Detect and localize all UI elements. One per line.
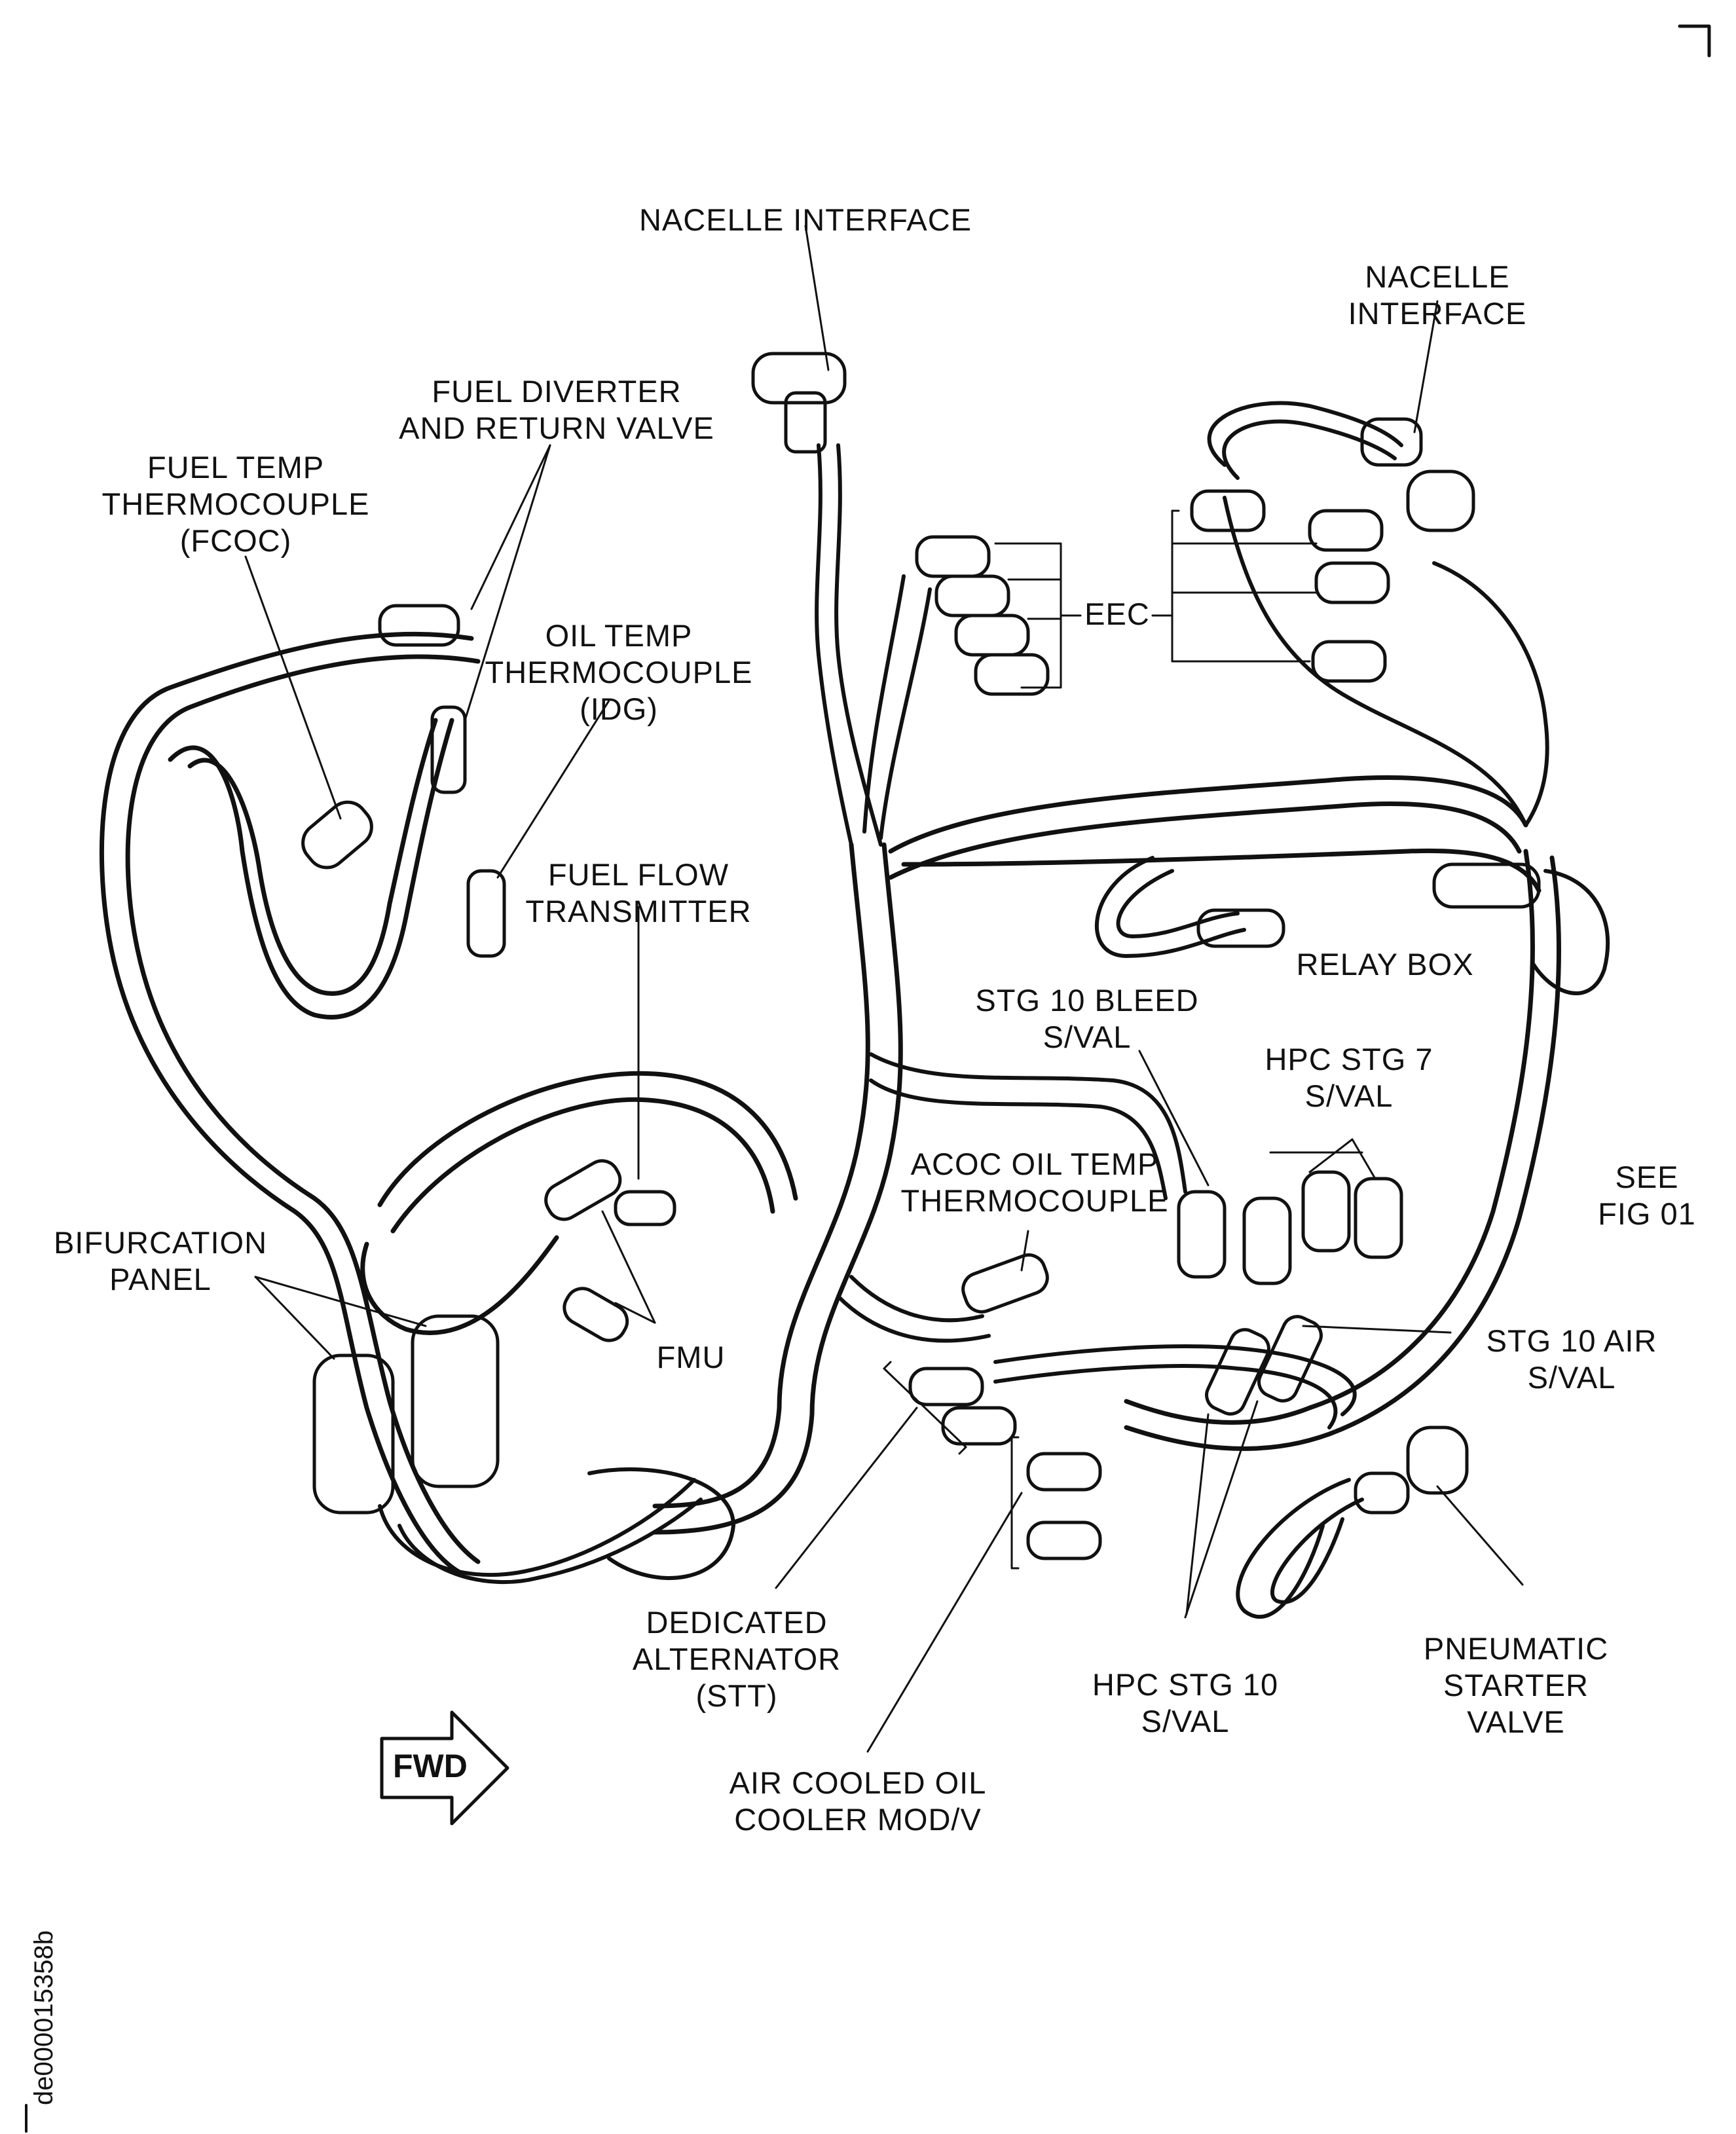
- connectors-bifurcation-panel: [312, 1314, 500, 1515]
- label-oil-temp-idg: OIL TEMP THERMOCOUPLE (IDG): [485, 618, 753, 726]
- connectors-fuel-flow-fmu: [544, 1159, 676, 1342]
- connector-fuel-temp: [301, 800, 373, 870]
- connector-oil-temp-idg: [466, 869, 506, 958]
- label-nacelle-interface-top: NACELLE INTERFACE: [638, 202, 972, 237]
- connector-fuel-diverter-b: [430, 705, 467, 794]
- harness-center-trunk: [652, 842, 903, 1535]
- label-nacelle-interface-right: NACELLE INTERFACE: [1348, 259, 1527, 331]
- connectors-eec-left: [915, 535, 1050, 696]
- corner-mark-top-right: [1678, 24, 1711, 58]
- connector-acoc-oil-temp: [961, 1253, 1049, 1314]
- label-fuel-temp: FUEL TEMP THERMOCOUPLE (FCOC): [102, 450, 370, 558]
- connectors-stg10-air-hpc10: [1205, 1315, 1323, 1416]
- connector-pneumatic-starter: [1354, 1426, 1469, 1515]
- connector-nacelle-top: [751, 352, 847, 454]
- connector-fuel-diverter-a: [378, 604, 460, 647]
- harness-inner-loop: [168, 718, 454, 1020]
- harness-nacelle-right-loop: [1207, 401, 1549, 827]
- figure-id: de000015358b: [29, 1930, 58, 2105]
- harness-nacelle-top-trunk: [815, 443, 932, 847]
- label-hpc-stg7: HPC STG 7 S/VAL: [1265, 1042, 1433, 1113]
- harness-lower-center-bundle: [836, 1052, 1357, 1429]
- leader-lines: [244, 225, 1524, 1753]
- connectors-eec-right: [1190, 489, 1390, 683]
- fwd-label: FWD: [393, 1748, 468, 1784]
- label-stg10-bleed: STG 10 BLEED S/VAL: [975, 983, 1199, 1054]
- label-pneumatic-starter: PNEUMATIC STARTER VALVE: [1423, 1631, 1609, 1739]
- label-eec: EEC: [1084, 597, 1150, 631]
- label-stg10-air: STG 10 AIR S/VAL: [1486, 1323, 1657, 1395]
- cooler-bracket: [1010, 1436, 1020, 1570]
- label-see-fig: SEE FIG 01: [1598, 1160, 1696, 1231]
- label-dedicated-alternator: DEDICATED ALTERNATOR (STT): [632, 1605, 841, 1713]
- harness-trunk-left-loop: [99, 631, 481, 1574]
- harness-middle-loop: [360, 1071, 798, 1335]
- connector-nacelle-right: [1360, 417, 1475, 532]
- connector-relay-box: [1196, 862, 1541, 948]
- label-bifurcation-panel: BIFURCATION PANEL: [53, 1225, 268, 1297]
- connectors-air-cooled-oil-cooler: [1026, 1452, 1102, 1560]
- connectors-stg10-bleed-hpc7: [1177, 1170, 1403, 1285]
- alternator-bracket: [883, 1361, 967, 1455]
- harness-pneumatic-loop: [1236, 1478, 1364, 1619]
- fwd-arrow: [380, 1710, 509, 1826]
- label-air-cooled-oil-cooler: AIR COOLED OIL COOLER MOD/V: [729, 1765, 987, 1837]
- label-fmu: FMU: [656, 1340, 726, 1374]
- label-fuel-flow: FUEL FLOW TRANSMITTER: [525, 857, 752, 929]
- harness-bifurcation-bundle: [378, 1467, 735, 1584]
- label-acoc-oil-temp: ACOC OIL TEMP THERMOCOUPLE: [900, 1147, 1169, 1218]
- label-fuel-diverter: FUEL DIVERTER AND RETURN VALVE: [399, 374, 714, 445]
- harness-relay-box-loop: [1094, 856, 1610, 995]
- label-hpc-stg10: HPC STG 10 S/VAL: [1092, 1667, 1279, 1738]
- harness-upper-right-trunk: [888, 775, 1542, 893]
- label-relay-box: RELAY BOX: [1296, 947, 1474, 982]
- eec-brackets: [994, 509, 1318, 689]
